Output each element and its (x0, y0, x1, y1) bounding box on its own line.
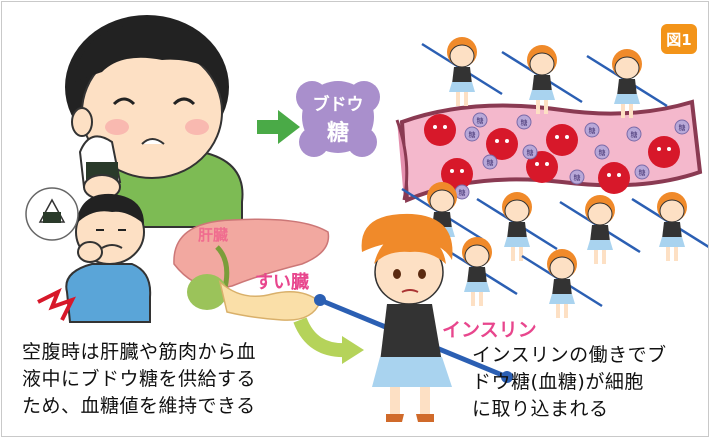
insulin-girl-small (586, 49, 668, 118)
insulin-girl-small (631, 192, 708, 261)
caption-left-line: 空腹時は肝臓や筋肉から血 (22, 341, 257, 363)
glucose-particle-label: 糖 (589, 126, 596, 135)
green-arrow-icon (257, 110, 300, 144)
glucose-particle-label: 糖 (527, 148, 534, 157)
glucose-particle: 糖 (464, 126, 480, 142)
glucose-particle-label: 糖 (679, 123, 686, 132)
hungry-boy-illustration (25, 187, 152, 323)
insulin-girl-small (436, 237, 518, 306)
glucose-particle-label: 糖 (639, 168, 646, 177)
caption-left-line: ため、血糖値を維持できる (22, 395, 256, 417)
caption-left: 空腹時は肝臓や筋肉から血 液中にブドウ糖を供給する ため、血糖値を維持できる (22, 339, 322, 420)
caption-left-line: 液中にブドウ糖を供給する (22, 368, 257, 390)
caption-right-line: ドウ糖(血糖)が細胞 (472, 371, 644, 393)
glucose-particle-label: 糖 (469, 130, 476, 139)
glucose-bubble: ブドウ 糖 (296, 81, 380, 157)
glucose-particle: 糖 (594, 144, 610, 160)
glucose-particle-label: 糖 (459, 188, 466, 197)
blood-vessel: 糖糖糖糖糖糖糖糖糖糖糖糖 (395, 99, 703, 203)
glucose-particle-label: 糖 (599, 148, 606, 157)
red-blood-cell (598, 162, 630, 194)
glucose-particle: 糖 (522, 144, 538, 160)
glucose-bubble-label-1: ブドウ (313, 94, 364, 115)
insulin-girl-small (421, 37, 503, 106)
red-blood-cell (424, 114, 456, 146)
boy-eating-illustration (65, 15, 244, 228)
glucose-particle: 糖 (584, 122, 600, 138)
liver-label: 肝臓 (198, 226, 229, 244)
red-blood-cell (441, 158, 473, 190)
red-blood-cell (648, 136, 680, 168)
figure-number-badge: 図1 (661, 24, 697, 54)
insulin-girl-large (314, 213, 513, 422)
pancreas-label: すい臓 (255, 272, 309, 293)
glucose-particle-label: 糖 (631, 130, 638, 139)
caption-right-line: インスリンの働きでブ (472, 344, 667, 366)
glucose-particle: 糖 (454, 184, 470, 200)
red-blood-cell (486, 128, 518, 160)
red-blood-cell (546, 124, 578, 156)
glucose-particle: 糖 (674, 119, 690, 135)
glucose-bubble-label-2: 糖 (327, 120, 349, 146)
red-blood-cells (424, 114, 680, 194)
insulin-girls-group (401, 37, 708, 318)
insulin-label: インスリン (442, 319, 537, 341)
glucose-particle-label: 糖 (521, 118, 528, 127)
glucose-particle: 糖 (569, 169, 585, 185)
glucose-particles: 糖糖糖糖糖糖糖糖糖糖糖糖 (454, 112, 690, 200)
liver-pancreas-illustration (173, 218, 330, 321)
insulin-girl-small (521, 249, 603, 318)
glucose-particle: 糖 (626, 126, 642, 142)
glucose-particle: 糖 (516, 114, 532, 130)
caption-right: インスリンの働きでブ ドウ糖(血糖)が細胞 に取り込まれる (472, 342, 702, 423)
glucose-particle-label: 糖 (574, 173, 581, 182)
glucose-particle: 糖 (472, 112, 488, 128)
insulin-girl-small (476, 192, 558, 261)
red-blood-cell (526, 151, 558, 183)
glucose-particle: 糖 (634, 164, 650, 180)
glucose-particle: 糖 (482, 154, 498, 170)
insulin-girl-small (501, 45, 583, 114)
glucose-particle-label: 糖 (487, 158, 494, 167)
curved-arrow-icon (293, 317, 364, 364)
caption-right-line: に取り込まれる (472, 398, 609, 420)
glucose-particle-label: 糖 (477, 116, 484, 125)
insulin-girl-small (559, 195, 641, 264)
